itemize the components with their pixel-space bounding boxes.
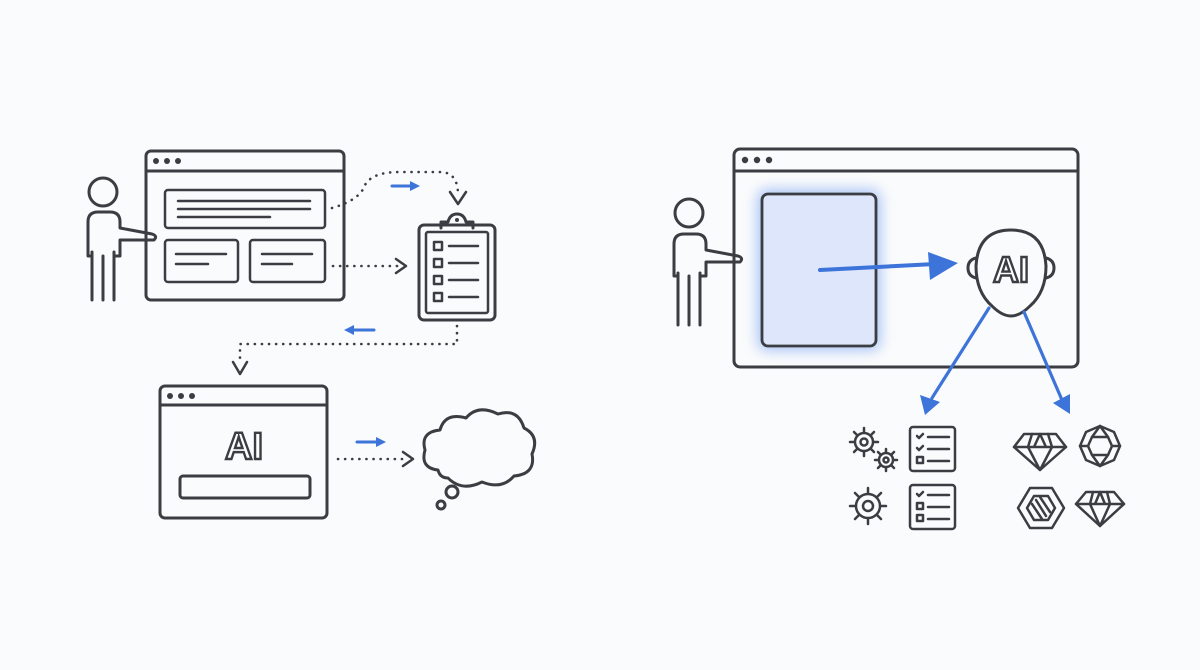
arrowhead-down-clipboard: [448, 190, 468, 206]
arrowhead-right-cloud: [401, 450, 415, 468]
arrowhead-right-clipboard: [394, 257, 408, 275]
blue-arrow-branch-right: [1022, 310, 1070, 414]
left-workflow: AI: [86, 149, 537, 520]
gears-icon: [848, 426, 899, 473]
dotted-connector-top: [330, 170, 460, 210]
blue-arrow-right-bottom: [355, 437, 386, 447]
dotted-connector-bottom: [238, 324, 459, 364]
ai-head-label: AI: [993, 249, 1029, 290]
gems-icon-group: [1012, 424, 1126, 530]
blue-arrow-left: [344, 325, 376, 335]
right-workflow: AI: [672, 147, 1126, 531]
person-icon-left: [86, 176, 158, 302]
blue-arrow-right-top: [390, 181, 420, 191]
arrowhead-down-ai-window: [231, 360, 249, 376]
thought-cloud-icon: [422, 408, 537, 511]
ai-window-label: AI: [225, 426, 263, 468]
blue-arrow-to-ai: [818, 252, 958, 280]
gem-icon-round: [1078, 424, 1122, 468]
large-browser-window: [732, 147, 1080, 369]
browser-window-icon: [144, 149, 346, 302]
person-icon-right: [672, 197, 744, 327]
ai-window-icon: AI: [158, 384, 329, 520]
gem-icon-hexagon: [1016, 486, 1066, 530]
blue-arrow-branch-left: [920, 306, 991, 415]
diamond-icon-bottom: [1074, 490, 1126, 528]
diamond-icon-top: [1012, 432, 1068, 472]
tools-icon-group: [848, 425, 957, 531]
checklist-icon-bottom: [908, 483, 957, 531]
checklist-icon-top: [908, 425, 957, 473]
ai-head-icon: AI: [966, 228, 1056, 318]
gear-icon: [848, 486, 888, 526]
clipboard-checklist-icon: [417, 212, 497, 322]
